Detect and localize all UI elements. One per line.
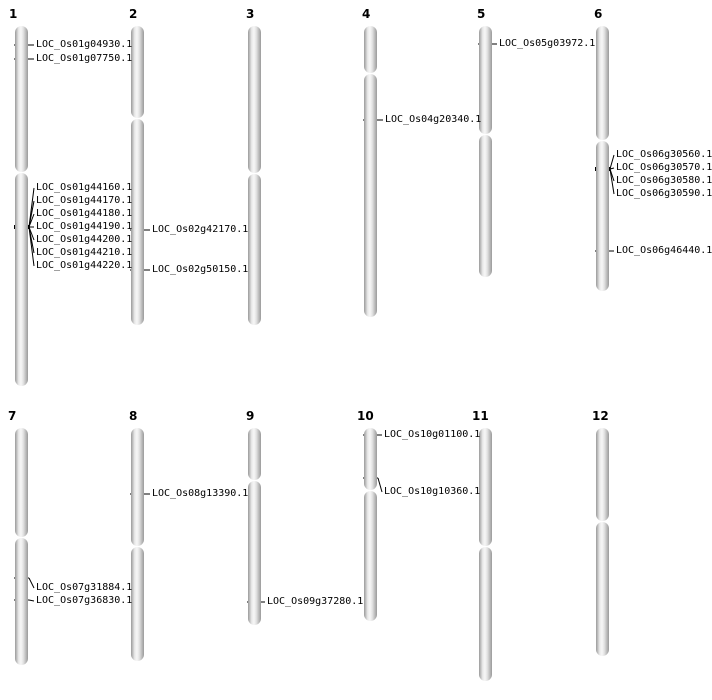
gene-label: LOC_Os01g44170.1 xyxy=(36,195,133,206)
chromosome-12-bar xyxy=(596,428,609,656)
chromosome-8-bar xyxy=(131,428,144,661)
gene-connector xyxy=(28,599,35,602)
gene-connector xyxy=(609,168,615,195)
chromosome-3-upper-arm xyxy=(248,26,261,173)
gene-label: LOC_Os01g44160.1 xyxy=(36,182,133,193)
chromosome-7-bar xyxy=(15,428,28,665)
chromosome-3-number: 3 xyxy=(246,7,255,21)
gene-label: LOC_Os10g10360.1 xyxy=(384,486,481,497)
chromosome-4-upper-arm xyxy=(364,26,377,73)
chromosome-10-upper-arm xyxy=(364,428,377,490)
gene-label: LOC_Os01g04930.1 xyxy=(36,39,133,50)
chromosome-6-bar xyxy=(596,26,609,291)
chromosome-10-lower-arm xyxy=(364,491,377,621)
chromosome-8-number: 8 xyxy=(129,409,138,423)
chromosome-7-lower-arm xyxy=(15,538,28,665)
gene-label: LOC_Os10g01100.1 xyxy=(384,429,481,440)
chromosome-11-number: 11 xyxy=(472,409,489,423)
gene-label: LOC_Os09g37280.1 xyxy=(267,596,364,607)
chromosome-5-number: 5 xyxy=(477,7,486,21)
gene-label: LOC_Os01g07750.1 xyxy=(36,53,133,64)
chromosome-1-bar xyxy=(15,26,28,386)
chromosome-4-lower-arm xyxy=(364,74,377,317)
gene-label: LOC_Os07g31884.1 xyxy=(36,582,133,593)
gene-label: LOC_Os06g30590.1 xyxy=(616,188,712,199)
chromosome-2-number: 2 xyxy=(129,7,138,21)
chromosome-1-lower-arm xyxy=(15,173,28,386)
chromosome-2-lower-arm xyxy=(131,119,144,325)
gene-label: LOC_Os06g30560.1 xyxy=(616,149,712,160)
chromosome-12-upper-arm xyxy=(596,428,609,521)
gene-connector xyxy=(28,200,35,228)
chromosome-11-upper-arm xyxy=(479,428,492,546)
chromosome-10-bar xyxy=(364,428,377,621)
chromosome-9-number: 9 xyxy=(246,409,255,423)
chromosome-4-number: 4 xyxy=(362,7,371,21)
gene-label: LOC_Os08g13390.1 xyxy=(152,488,249,499)
chromosome-9-upper-arm xyxy=(248,428,261,480)
gene-label: LOC_Os01g44210.1 xyxy=(36,247,133,258)
gene-label: LOC_Os07g36830.1 xyxy=(36,595,133,606)
chromosome-5-bar xyxy=(479,26,492,277)
gene-label: LOC_Os02g42170.1 xyxy=(152,224,249,235)
gene-label: LOC_Os06g30580.1 xyxy=(616,175,712,186)
chromosome-7-number: 7 xyxy=(8,409,17,423)
chromosome-2-upper-arm xyxy=(131,26,144,118)
gene-label: LOC_Os01g44190.1 xyxy=(36,221,133,232)
gene-connector xyxy=(28,226,35,267)
chromosome-5-lower-arm xyxy=(479,135,492,277)
gene-connector xyxy=(377,477,383,493)
chromosome-8-upper-arm xyxy=(131,428,144,546)
gene-label: LOC_Os04g20340.1 xyxy=(385,114,482,125)
chromosome-9-lower-arm xyxy=(248,481,261,625)
chromosome-11-lower-arm xyxy=(479,547,492,681)
chromosome-5-upper-arm xyxy=(479,26,492,134)
chromosome-9-bar xyxy=(248,428,261,625)
gene-label: LOC_Os01g44200.1 xyxy=(36,234,133,245)
gene-label: LOC_Os05g03972.1 xyxy=(499,38,596,49)
gene-connector xyxy=(609,167,615,170)
gene-label: LOC_Os02g50150.1 xyxy=(152,264,249,275)
chromosome-1-upper-arm xyxy=(15,26,28,172)
gene-label: LOC_Os06g46440.1 xyxy=(616,245,712,256)
gene-label: LOC_Os06g30570.1 xyxy=(616,162,712,173)
chromosome-7-upper-arm xyxy=(15,428,28,537)
chromosome-6-lower-arm xyxy=(596,141,609,291)
chromosome-3-bar xyxy=(248,26,261,325)
chromosome-10-number: 10 xyxy=(357,409,374,423)
chromosome-4-bar xyxy=(364,26,377,317)
gene-label: LOC_Os01g44180.1 xyxy=(36,208,133,219)
chromosome-1-number: 1 xyxy=(9,7,18,21)
chromosome-6-upper-arm xyxy=(596,26,609,140)
chromosome-6-number: 6 xyxy=(594,7,603,21)
chromosome-8-lower-arm xyxy=(131,547,144,661)
gene-connector xyxy=(28,213,35,228)
chromosome-12-lower-arm xyxy=(596,522,609,656)
gene-label: LOC_Os01g44220.1 xyxy=(36,260,133,271)
gene-connector xyxy=(28,577,35,589)
chromosome-12-number: 12 xyxy=(592,409,609,423)
chromosome-2-bar xyxy=(131,26,144,325)
gene-connector xyxy=(609,154,615,170)
chromosome-3-lower-arm xyxy=(248,174,261,325)
chromosome-11-bar xyxy=(479,428,492,681)
